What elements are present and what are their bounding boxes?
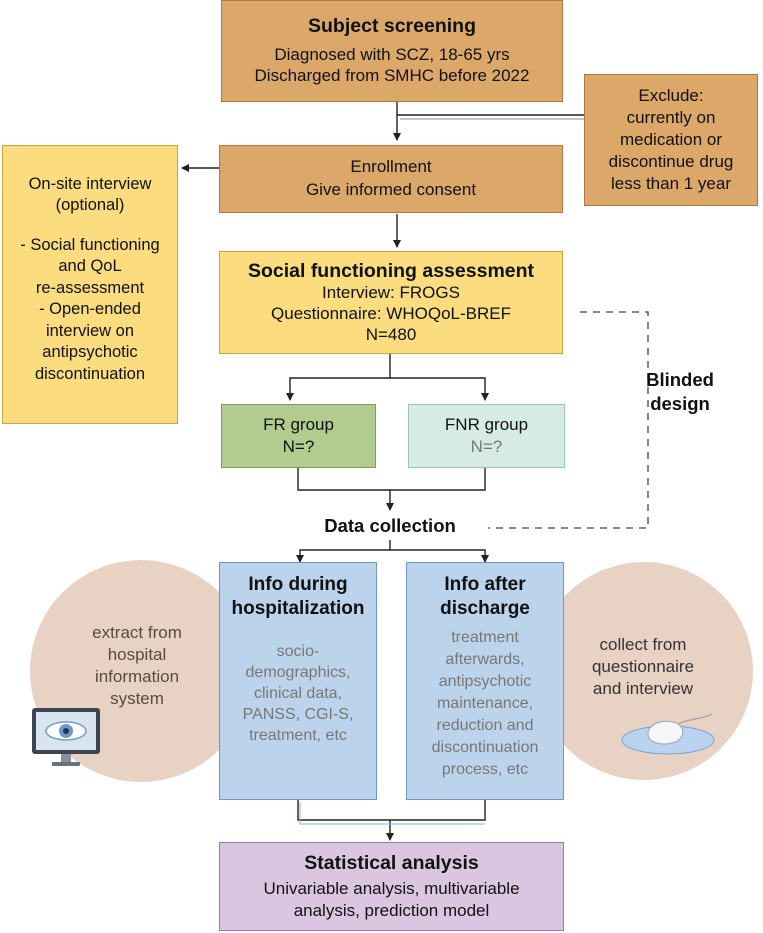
onsite-line8: antipsychotic (42, 343, 138, 362)
exclude-line1: Exclude: (638, 85, 704, 105)
hosp-line1: socio- (276, 642, 320, 660)
enrollment-box: Enrollment Give informed consent (219, 145, 563, 213)
assessment-line3: N=480 (365, 324, 417, 344)
hosp-line3: clinical data, (253, 684, 343, 702)
after-line5: reduction and (436, 716, 534, 734)
after-line1: treatment (451, 628, 519, 646)
assessment-title: Social functioning assessment (247, 259, 535, 282)
exclude-line3: medication or (619, 129, 723, 149)
onsite-line3: - Social functioning (20, 235, 160, 254)
statistical-analysis-box: Statistical analysis Univariable analysi… (219, 842, 564, 931)
assessment-line2: Questionnaire: WHOQoL-BREF (271, 304, 511, 324)
screening-line2: Discharged from SMHC before 2022 (254, 65, 530, 85)
collect-text: collect from questionnaire and interview (568, 634, 718, 700)
onsite-line1: On-site interview (28, 175, 152, 193)
after-line6: discontinuation (431, 738, 539, 756)
extract-line2: hospital (107, 645, 167, 665)
assessment-box: Social functioning assessment Interview:… (219, 251, 563, 354)
onsite-line9: discontinuation (34, 364, 146, 383)
data-collection-label: Data collection (300, 513, 480, 539)
after-title1: Info after (444, 574, 526, 595)
collect-line3: and interview (592, 679, 694, 699)
exclude-line2: currently on (626, 107, 716, 127)
hosp-line5: treatment, etc (249, 726, 347, 744)
onsite-line2: (optional) (55, 196, 125, 215)
exclude-box: Exclude: currently on medication or disc… (584, 74, 758, 206)
onsite-interview-box: On-site interview (optional) - Social fu… (2, 145, 178, 424)
after-title2: discharge (440, 597, 530, 619)
blinded-design-label: Blinded design (620, 364, 740, 420)
collect-line2: questionnaire (591, 657, 695, 677)
enrollment-line1: Enrollment (350, 157, 432, 177)
after-line2: afterwards, (445, 650, 525, 668)
hosp-title1: Info during (248, 574, 348, 595)
screening-title: Subject screening (308, 15, 476, 38)
hosp-title2: hospitalization (231, 597, 365, 619)
data-collection-text: Data collection (324, 514, 456, 536)
hospitalization-info-box: Info during hospitalization socio- demog… (219, 562, 377, 800)
after-line3: antipsychotic (438, 672, 532, 690)
discharge-info-box: Info after discharge treatment afterward… (406, 562, 564, 800)
assessment-line1: Interview: FROGS (322, 283, 460, 303)
fnr-group-box: FNR group N=? (408, 404, 565, 468)
fr-group-n: N=? (282, 437, 315, 456)
onsite-line5: re-assessment (35, 278, 145, 297)
extract-line4: system (110, 689, 164, 709)
extract-line3: information (94, 667, 180, 687)
subject-screening-box: Subject screening Diagnosed with SCZ, 18… (221, 0, 563, 102)
fnr-group-label: FNR group (444, 414, 529, 434)
enrollment-line2: Give informed consent (305, 180, 477, 199)
stats-line1: Univariable analysis, multivariable (263, 879, 520, 899)
onsite-line7: interview on (45, 321, 135, 340)
extract-text: extract from hospital information system (62, 622, 212, 710)
stats-line2: analysis, prediction model (293, 901, 490, 921)
collect-line1: collect from (599, 635, 687, 654)
hosp-line2: demographics, (245, 663, 351, 681)
onsite-line4: and QoL (58, 257, 122, 276)
fr-group-label: FR group (263, 414, 334, 434)
fr-group-box: FR group N=? (221, 404, 376, 468)
monitor-eye-icon (30, 706, 102, 768)
blinded-line2: design (650, 393, 710, 414)
onsite-line6: - Open-ended (39, 300, 141, 319)
stats-title: Statistical analysis (304, 851, 479, 874)
extract-line1: extract from (92, 623, 182, 642)
mouse-icon (620, 712, 720, 756)
hosp-line4: PANSS, CGI-S, (242, 705, 354, 723)
fnr-group-n: N=? (470, 437, 503, 456)
exclude-line5: less than 1 year (610, 174, 731, 194)
blinded-line1: Blinded (646, 368, 714, 390)
exclude-line4: discontinue drug (608, 152, 734, 172)
after-line7: process, etc (441, 760, 529, 778)
after-line4: maintenance, (436, 694, 534, 712)
screening-line1: Diagnosed with SCZ, 18-65 yrs (274, 45, 510, 65)
